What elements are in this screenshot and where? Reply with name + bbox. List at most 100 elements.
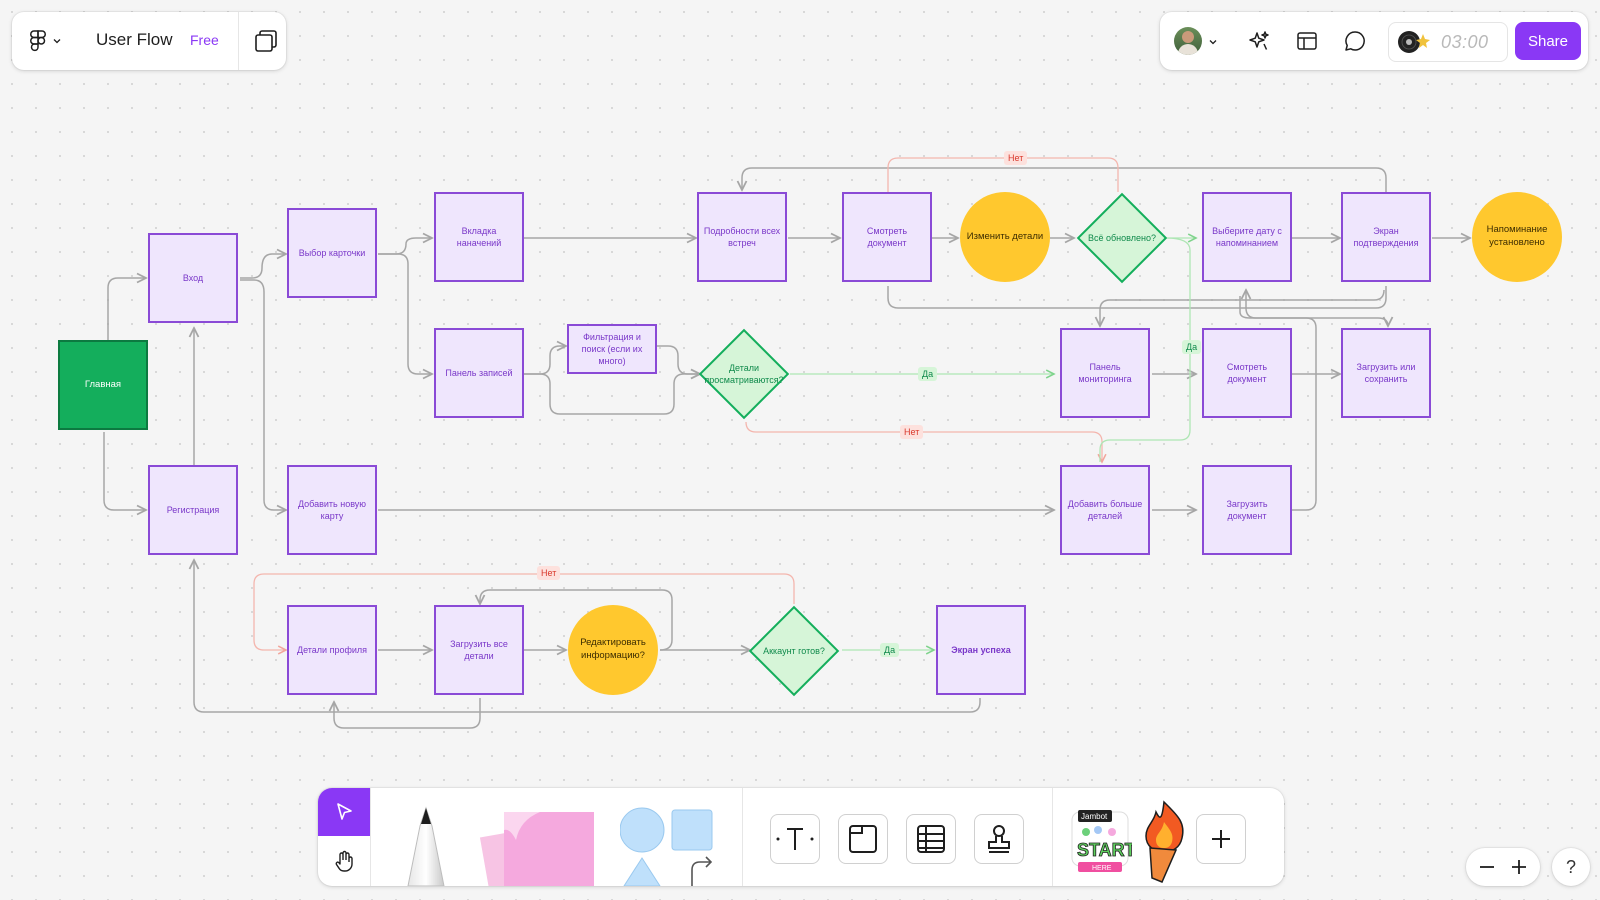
edge-label-no: Нет	[1004, 151, 1028, 165]
node-add-card[interactable]: Добавить новую карту	[287, 465, 377, 555]
node-home-label: Главная	[84, 378, 122, 390]
music-disc-icon	[1398, 31, 1430, 53]
node-view-doc-1[interactable]: Смотреть документ	[842, 192, 932, 282]
chevron-down-icon[interactable]	[1208, 37, 1218, 47]
text-tool[interactable]	[770, 814, 820, 864]
node-upload-all-label: Загрузить все детали	[450, 638, 508, 661]
node-appointments-tab[interactable]: Вкладка наначений	[434, 192, 524, 282]
node-reminder-set[interactable]: Напоминание установлено	[1472, 192, 1562, 282]
share-button[interactable]: Share	[1515, 22, 1581, 60]
minus-icon	[1480, 866, 1494, 868]
divider	[1052, 788, 1053, 886]
file-title[interactable]: User Flow	[96, 30, 173, 49]
node-view-doc-1-label: Смотреть документ	[866, 225, 908, 248]
timer-value: 03:00	[1441, 32, 1489, 52]
main-menu-button[interactable]	[30, 28, 74, 54]
stamp-tool[interactable]	[974, 814, 1024, 864]
avatar[interactable]	[1174, 27, 1202, 55]
sparkle-icon	[1249, 31, 1269, 50]
node-filter-search[interactable]: Фильтрация и поиск (если их много)	[567, 324, 657, 374]
node-view-doc-2[interactable]: Смотреть документ	[1202, 328, 1292, 418]
node-choose-date[interactable]: Выберите дату с напоминанием	[1202, 192, 1292, 282]
sticker-start-here[interactable]: Jambot START HERE	[1068, 806, 1132, 882]
node-upload-doc[interactable]: Загрузить документ	[1202, 465, 1292, 555]
node-choose-card[interactable]: Выбор карточки	[287, 208, 377, 298]
select-tool[interactable]	[318, 788, 370, 836]
edge-label-no: Нет	[900, 425, 924, 439]
table-tool[interactable]	[906, 814, 956, 864]
node-profile-details-label: Детали профиля	[296, 644, 368, 655]
node-upload-doc-label: Загрузить документ	[1226, 498, 1268, 521]
node-register[interactable]: Регистрация	[148, 465, 238, 555]
plan-badge[interactable]: Free	[190, 32, 219, 48]
svg-text:START: START	[1077, 840, 1132, 860]
shapes-tool[interactable]	[620, 806, 720, 886]
plus-icon	[1512, 860, 1526, 874]
node-monitoring-panel-label: Панель мониторинга	[1078, 361, 1132, 384]
node-monitoring-panel[interactable]: Панель мониторинга	[1060, 328, 1150, 418]
ai-button[interactable]	[1244, 26, 1274, 56]
node-change-details-label: Изменить детали	[966, 230, 1044, 242]
figma-logo-icon	[30, 30, 46, 52]
layout-button[interactable]	[1292, 26, 1322, 56]
node-add-more-details[interactable]: Добавить больше деталей	[1060, 465, 1150, 555]
help-icon: ?	[1565, 856, 1576, 877]
top-actions: 03:00 Share	[1160, 12, 1588, 70]
comment-icon	[1345, 31, 1365, 51]
add-more-button[interactable]	[1196, 814, 1246, 864]
node-upload-all[interactable]: Загрузить все детали	[434, 605, 524, 695]
node-view-doc-2-label: Смотреть документ	[1226, 361, 1268, 384]
edge-label-yes: Да	[1182, 340, 1202, 354]
node-filter-search-label: Фильтрация и поиск (если их много)	[581, 331, 643, 367]
node-add-card-label: Добавить новую карту	[297, 498, 367, 521]
node-success-screen[interactable]: Экран успеха	[936, 605, 1026, 695]
node-home[interactable]: Главная	[58, 340, 148, 430]
comment-button[interactable]	[1340, 26, 1370, 56]
svg-text:Jambot: Jambot	[1081, 812, 1108, 821]
node-confirm-screen-label: Экран подтверждения	[1353, 225, 1419, 248]
section-icon	[849, 825, 877, 853]
pen-tool[interactable]	[398, 806, 454, 886]
timer-widget[interactable]: 03:00	[1388, 22, 1508, 62]
zoom-controls	[1466, 848, 1540, 886]
sticky-note-tool[interactable]	[476, 806, 606, 886]
node-records-panel[interactable]: Панель записей	[434, 328, 524, 418]
section-tool[interactable]	[838, 814, 888, 864]
file-header: User Flow Free	[12, 12, 286, 70]
table-icon	[917, 825, 945, 853]
hand-icon	[335, 850, 353, 872]
chevron-down-icon	[53, 39, 61, 44]
divider	[370, 788, 371, 886]
node-records-panel-label: Панель записей	[445, 367, 513, 378]
pages-icon	[255, 30, 277, 52]
node-upload-save-label: Загрузить или сохранить	[1356, 361, 1416, 384]
plus-icon	[1212, 830, 1230, 848]
node-all-meetings-label: Подробности всех встреч	[703, 225, 781, 248]
hand-tool[interactable]	[318, 836, 370, 886]
node-login[interactable]: Вход	[148, 233, 238, 323]
node-edit-info-label: Редактировать информацию?	[580, 637, 646, 661]
node-profile-details[interactable]: Детали профиля	[287, 605, 377, 695]
zoom-in-button[interactable]	[1504, 852, 1534, 882]
node-login-label: Вход	[182, 272, 204, 283]
creation-toolbar: Jambot START HERE	[318, 788, 1284, 886]
cursor-icon	[337, 803, 352, 820]
node-success-screen-label: Экран успеха	[951, 644, 1011, 655]
node-confirm-screen[interactable]: Экран подтверждения	[1341, 192, 1431, 282]
node-choose-date-label: Выберите дату с напоминанием	[1212, 225, 1282, 248]
node-change-details[interactable]: Изменить детали	[960, 192, 1050, 282]
node-add-more-details-label: Добавить больше деталей	[1067, 498, 1143, 521]
node-all-meetings[interactable]: Подробности всех встреч	[697, 192, 787, 282]
node-appointments-tab-label: Вкладка наначений	[456, 225, 502, 248]
node-reminder-set-label: Напоминание установлено	[1486, 224, 1548, 248]
edge-label-no: Нет	[537, 566, 561, 580]
stamp-icon	[988, 825, 1010, 853]
help-button[interactable]: ?	[1552, 848, 1590, 886]
node-upload-save[interactable]: Загрузить или сохранить	[1341, 328, 1431, 418]
zoom-out-button[interactable]	[1472, 852, 1502, 882]
node-edit-info[interactable]: Редактировать информацию?	[568, 605, 658, 695]
pages-button[interactable]	[252, 27, 280, 55]
node-register-label: Регистрация	[166, 504, 220, 515]
sticker-torch[interactable]	[1136, 798, 1192, 884]
